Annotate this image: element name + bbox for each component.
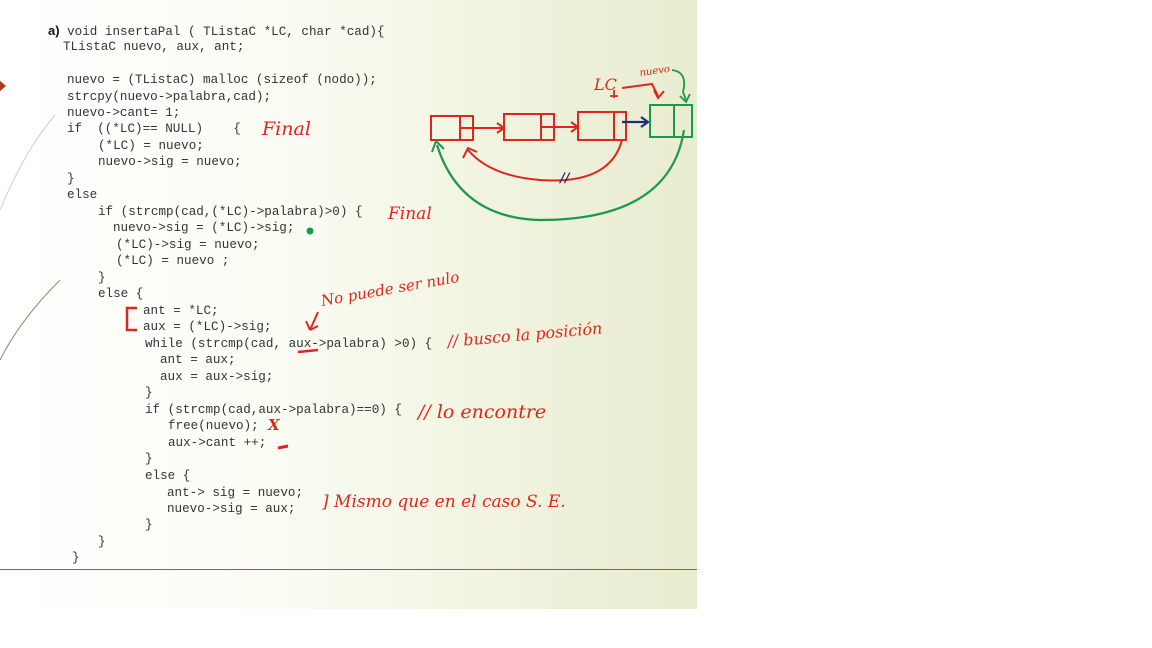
- code-line: while (strcmp(cad, aux->palabra) >0) {: [145, 337, 433, 351]
- code-line: nuevo->sig = (*LC)->sig;: [113, 221, 295, 235]
- code-line: }: [145, 452, 153, 466]
- code-line: else: [67, 188, 98, 202]
- code-line: ant = *LC;: [143, 304, 219, 318]
- footer-rule: [0, 569, 697, 570]
- code-line: nuevo->cant= 1;: [67, 106, 181, 120]
- decorative-curves: [0, 114, 61, 361]
- part-label: a): [48, 23, 60, 38]
- code-line: (*LC)->sig = nuevo;: [116, 238, 260, 252]
- code-line: (*LC) = nuevo;: [98, 139, 204, 153]
- code-line: aux = aux->sig;: [160, 370, 274, 384]
- code-line: }: [145, 386, 153, 400]
- code-line: strcpy(nuevo->palabra,cad);: [67, 90, 272, 104]
- code-line: else {: [145, 469, 191, 483]
- code-line: }: [72, 551, 80, 565]
- code-line: (*LC) = nuevo ;: [116, 254, 230, 268]
- code-line: void insertaPal ( TListaC *LC, char *cad…: [59, 25, 385, 39]
- code-line: TListaC nuevo, aux, ant;: [63, 40, 245, 54]
- code-line: }: [67, 172, 75, 186]
- code-line: aux->cant ++;: [168, 436, 267, 450]
- code-line: if (strcmp(cad,(*LC)->palabra)>0) {: [98, 205, 363, 219]
- code-line: }: [98, 535, 106, 549]
- bullet-arrow-icon: [0, 79, 6, 93]
- code-line: else {: [98, 287, 144, 301]
- function-signature: a) void insertaPal ( TListaC *LC, char *…: [48, 23, 385, 40]
- code-line: }: [145, 518, 153, 532]
- slide: a) void insertaPal ( TListaC *LC, char *…: [0, 0, 697, 609]
- code-line: ant = aux;: [160, 353, 236, 367]
- code-line: nuevo->sig = nuevo;: [98, 155, 242, 169]
- code-line: if (strcmp(cad,aux->palabra)==0) {: [145, 403, 402, 417]
- code-line: if ((*LC)== NULL) {: [67, 122, 241, 136]
- code-line: nuevo = (TListaC) malloc (sizeof (nodo))…: [67, 73, 377, 87]
- code-line: }: [98, 271, 106, 285]
- code-line: nuevo->sig = aux;: [167, 502, 296, 516]
- code-line: free(nuevo);: [168, 419, 259, 433]
- code-line: aux = (*LC)->sig;: [143, 320, 272, 334]
- code-line: ant-> sig = nuevo;: [167, 486, 304, 500]
